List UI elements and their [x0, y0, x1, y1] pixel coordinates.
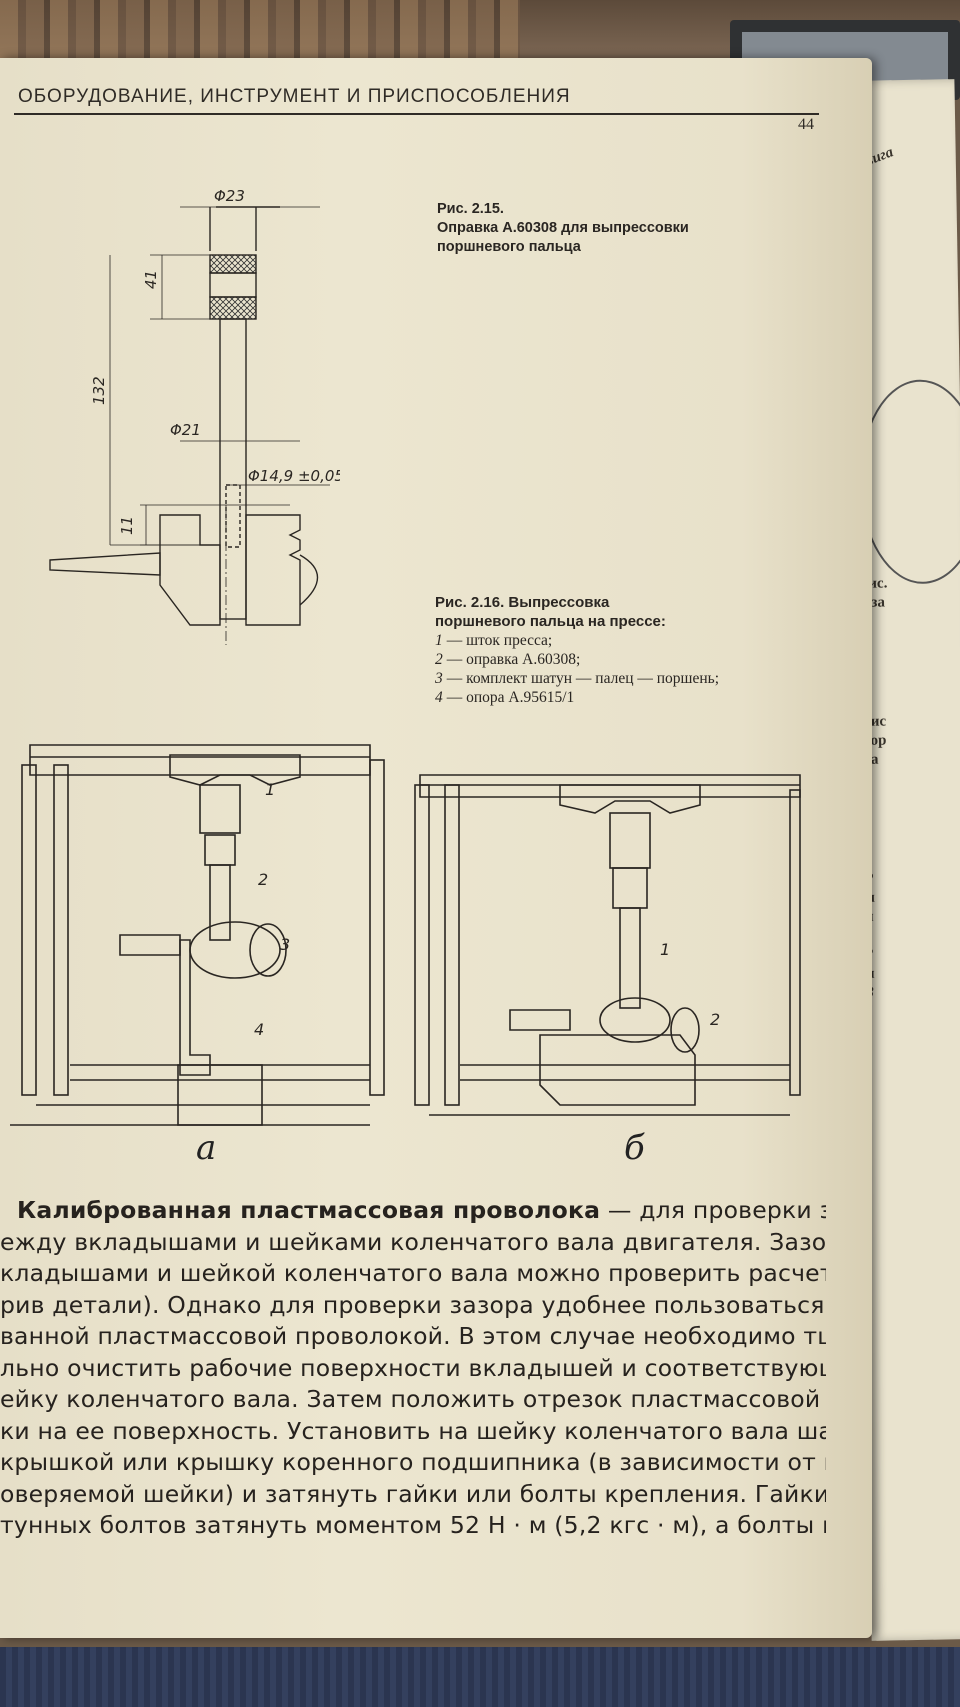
legend-item: 3— комплект шатун — палец — поршень; — [435, 669, 719, 688]
adjacent-drawing — [857, 378, 960, 585]
figure-2-15-caption: Рис. 2.15. Оправка А.60308 для выпрессов… — [437, 200, 689, 257]
figure-label-b: б — [624, 1128, 645, 1168]
legend-item: 4— опора А.95615/1 — [435, 688, 719, 707]
term-bold: Калиброванная пластмассовая проволока — [17, 1196, 601, 1224]
background-cloth — [0, 1647, 960, 1707]
dimension-label: Φ14,9 ±0,05 — [248, 467, 340, 485]
running-head: ОБОРУДОВАНИЕ, ИНСТРУМЕНТ И ПРИСПОСОБЛЕНИ… — [18, 86, 571, 107]
callout-label: 4 — [254, 1020, 264, 1039]
page-number: 44 — [798, 116, 814, 133]
legend-item: 1— шток пресса; — [435, 631, 719, 650]
dimension-label: Φ23 — [214, 187, 245, 205]
text-line: крышкой или крышку коренного подшипника … — [0, 1448, 826, 1476]
legend-number: 1 — [435, 632, 443, 649]
text-line: тунных болтов затянуть моментом 52 Н · м… — [0, 1511, 826, 1539]
dimension-label: Φ21 — [170, 421, 201, 439]
header-rule — [14, 113, 819, 115]
legend-text: — оправка А.60308; — [446, 651, 581, 668]
dimension-label: 132 — [90, 376, 108, 405]
caption-line: Оправка А.60308 для выпрессовки — [437, 220, 689, 236]
legend-text: — комплект шатун — палец — поршень; — [446, 670, 720, 687]
callout-label: 2 — [710, 1010, 720, 1029]
text-line: оверяемой шейки) и затянуть гайки или бо… — [0, 1479, 826, 1508]
figure-title: Рис. 2.15. — [437, 201, 504, 217]
press-drawing-a: 1 2 3 4 — [10, 744, 385, 1126]
text-line: рив детали). Однако для проверки зазора … — [0, 1290, 826, 1319]
text-line: льно очистить рабочие поверхности вклады… — [0, 1353, 826, 1382]
text-line: ванной пластмассовой проволокой. В этом … — [0, 1322, 826, 1350]
legend-item: 2— оправка А.60308; — [435, 650, 719, 669]
legend-number: 4 — [435, 689, 443, 706]
body-paragraph: Калиброванная пластмассовая проволока — … — [0, 1195, 826, 1542]
figure-2-16-caption: Рис. 2.16. Выпрессовка поршневого пальца… — [435, 593, 719, 707]
figure-label-a: а — [196, 1128, 217, 1168]
mandrel-drawing: Φ23 41 132 Φ21 Φ14,9 ±0,05 11 — [49, 187, 340, 645]
caption-line: поршневого пальца — [437, 239, 581, 255]
figure-title: Рис. 2.16. Выпрессовка — [435, 594, 610, 611]
legend-text: — шток пресса; — [446, 632, 553, 649]
press-drawing-b: 1 2 — [414, 774, 801, 1116]
callout-label: 1 — [660, 940, 670, 959]
text-line: ки на ее поверхность. Установить на шейк… — [0, 1416, 826, 1445]
text-line: кладышами и шейкой коленчатого вала можн… — [0, 1259, 826, 1287]
callout-label: 2 — [258, 870, 268, 889]
text-line: ежду вкладышами и шейками коленчатого ва… — [0, 1227, 826, 1256]
figure-title-line: поршневого пальца на прессе: — [435, 613, 666, 630]
text-line: ейку коленчатого вала. Затем положить от… — [0, 1385, 826, 1413]
legend-number: 3 — [435, 670, 443, 687]
legend-text: — опора А.95615/1 — [446, 689, 575, 706]
term-definition: — для проверки зазора — [607, 1196, 826, 1224]
callout-label: 1 — [265, 780, 275, 799]
book-page — [0, 58, 872, 1638]
dimension-label: 41 — [142, 270, 160, 289]
dimension-label: 11 — [118, 516, 136, 535]
background-books — [0, 0, 520, 60]
callout-label: 3 — [280, 935, 290, 954]
text-line: Калиброванная пластмассовая проволока — … — [0, 1195, 826, 1227]
legend-number: 2 — [435, 651, 443, 668]
